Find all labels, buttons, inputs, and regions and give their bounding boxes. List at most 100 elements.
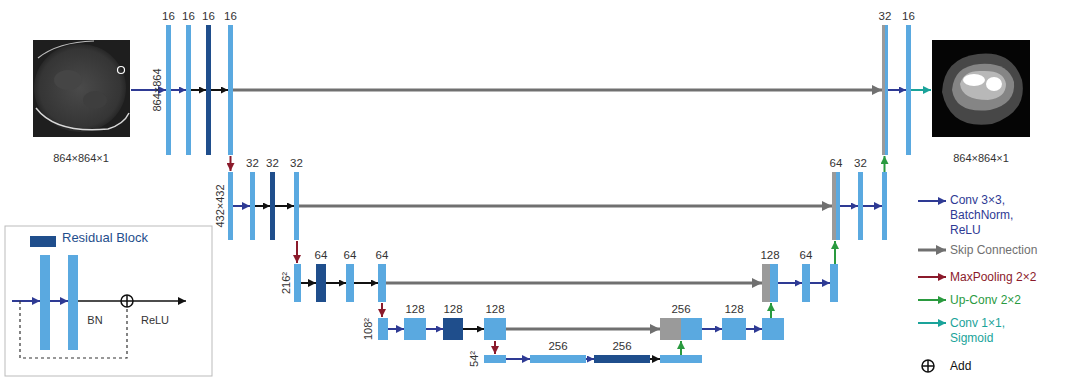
layer-arrow bbox=[326, 282, 346, 284]
layer-bar bbox=[830, 264, 838, 302]
layer-bar: 16 bbox=[228, 25, 233, 155]
channel-count: 16 bbox=[902, 10, 915, 23]
layer-arrow bbox=[255, 205, 270, 207]
mask-region bbox=[960, 71, 1006, 100]
layer-arrow bbox=[171, 89, 186, 91]
legend-swatch bbox=[30, 236, 56, 247]
channel-count: 32 bbox=[246, 157, 259, 170]
legend-text: Add bbox=[950, 359, 971, 374]
output-image bbox=[932, 40, 1030, 137]
layer-bar: 64 bbox=[832, 172, 840, 240]
mask-core bbox=[963, 74, 985, 86]
mask-region bbox=[942, 54, 1023, 125]
dimension-label: 54² bbox=[468, 351, 481, 367]
legend-sample bbox=[922, 360, 934, 372]
layer-bar bbox=[228, 172, 233, 240]
layer-bar: 16 bbox=[186, 25, 191, 155]
channel-count: 64 bbox=[800, 249, 813, 262]
upconv-arrow bbox=[680, 341, 682, 355]
legend-text: Up-Conv 2×2 bbox=[950, 293, 1021, 308]
channel-count: 256 bbox=[671, 303, 690, 316]
channel-count: 128 bbox=[485, 303, 504, 316]
text-label: BN bbox=[87, 314, 102, 327]
channel-count: 32 bbox=[879, 10, 892, 23]
channel-count: 16 bbox=[182, 10, 195, 23]
conv-arrow bbox=[388, 328, 404, 330]
specimen-edge bbox=[36, 108, 129, 130]
maxpool-arrow bbox=[494, 341, 496, 354]
layer-bar: 256 bbox=[594, 355, 650, 363]
layer-bar: 32 bbox=[250, 172, 255, 240]
layer-bar: 64 bbox=[316, 264, 326, 302]
channel-count: 32 bbox=[290, 157, 303, 170]
inset-frame bbox=[5, 226, 212, 376]
legend-text: Skip Connection bbox=[950, 243, 1037, 258]
layer-bar: 32 bbox=[882, 25, 888, 155]
layer-arrow bbox=[586, 358, 594, 360]
channel-count: 256 bbox=[548, 340, 567, 353]
mask-core bbox=[986, 77, 1002, 91]
channel-count: 16 bbox=[162, 10, 175, 23]
layer-arrow bbox=[354, 282, 378, 284]
legend-text: Residual Block bbox=[62, 230, 148, 245]
layer-bar bbox=[40, 255, 50, 350]
specimen-edge bbox=[38, 41, 94, 58]
layer-bar: 16 bbox=[206, 25, 211, 155]
plain-arrow bbox=[301, 282, 316, 284]
layer-bar: 256 bbox=[530, 355, 586, 363]
layer-bar bbox=[882, 172, 887, 240]
dimension-label: 864×864 bbox=[151, 68, 164, 111]
texture-spot bbox=[83, 91, 107, 109]
image-ground bbox=[932, 40, 1030, 137]
channel-count: 128 bbox=[405, 303, 424, 316]
layer-bar: 32 bbox=[858, 172, 863, 240]
layer-bar bbox=[68, 255, 78, 350]
layer-bar: 64 bbox=[346, 264, 354, 302]
text-label: 864×864×1 bbox=[53, 152, 109, 165]
text-label: ReLU bbox=[141, 314, 169, 327]
layer-arrow bbox=[840, 205, 858, 207]
layer-bar: 16 bbox=[906, 25, 911, 155]
layer-bar bbox=[294, 264, 301, 302]
identity-line bbox=[20, 301, 127, 358]
layer-bar: 128 bbox=[722, 318, 746, 340]
text-label: 864×864×1 bbox=[953, 152, 1009, 165]
maxpool-arrow bbox=[296, 241, 298, 263]
plain-line bbox=[78, 300, 121, 302]
channel-count: 128 bbox=[724, 303, 743, 316]
legend-text: Conv 1×1, Sigmoid bbox=[950, 316, 1030, 346]
residual-inset bbox=[5, 226, 212, 376]
legend-text: MaxPooling 2×2 bbox=[950, 270, 1036, 285]
layer-bar bbox=[762, 318, 784, 340]
layer-bar: 16 bbox=[166, 25, 171, 155]
layer-arrow bbox=[211, 89, 228, 91]
dimension-label: 432×432 bbox=[214, 184, 227, 227]
legend-sample bbox=[918, 299, 946, 301]
layer-arrow bbox=[888, 89, 906, 91]
layer-bar: 128 bbox=[443, 318, 463, 340]
conv-arrow bbox=[746, 328, 762, 330]
layer-bar: 64 bbox=[802, 264, 810, 302]
layer-arrow bbox=[463, 328, 484, 330]
layer-bar: 32 bbox=[294, 172, 299, 240]
upconv-arrow bbox=[770, 303, 772, 318]
conv-arrow bbox=[12, 300, 40, 302]
image-ground bbox=[33, 40, 130, 137]
dimension-label: 108² bbox=[362, 318, 375, 340]
legend-sample bbox=[918, 276, 946, 278]
add-symbol bbox=[126, 295, 128, 307]
channel-count: 32 bbox=[854, 157, 867, 170]
layer-bar bbox=[378, 318, 388, 340]
layer-bar: 256 bbox=[660, 318, 702, 340]
channel-count: 64 bbox=[315, 249, 328, 262]
conv-arrow bbox=[810, 282, 830, 284]
channel-count: 128 bbox=[760, 249, 779, 262]
legend-text: Conv 3×3, BatchNorm, ReLU bbox=[950, 193, 1030, 238]
upconv-arrow bbox=[834, 241, 836, 264]
channel-count: 32 bbox=[266, 157, 279, 170]
skip-connection bbox=[386, 282, 762, 285]
channel-count: 256 bbox=[612, 340, 631, 353]
